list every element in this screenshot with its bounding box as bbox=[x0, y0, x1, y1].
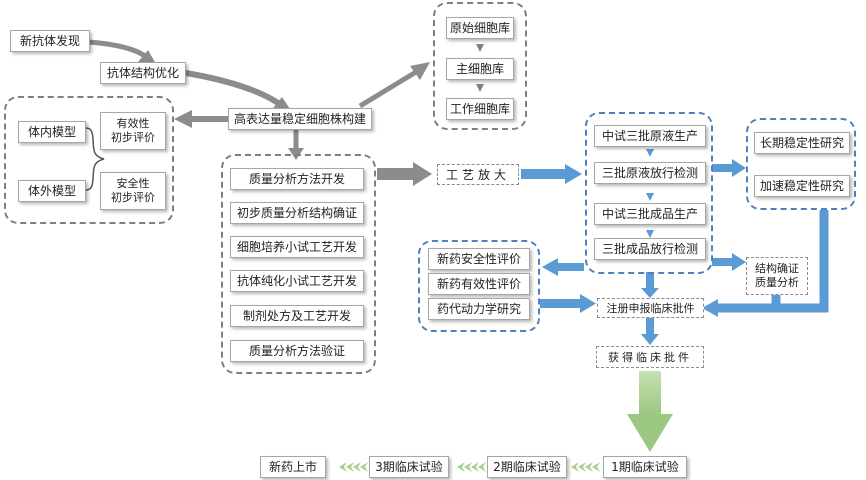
arrow-pilot-to-stability-body bbox=[712, 164, 732, 172]
arrow-drug-to-ind-body bbox=[540, 299, 580, 308]
brace bbox=[85, 127, 105, 191]
arrow-approved-to-phase1-body bbox=[639, 371, 661, 416]
node-cell-line: 高表达量稳定细胞株构建 bbox=[228, 108, 372, 130]
node-accelerated-stability: 加速稳定性研究 bbox=[754, 175, 850, 197]
dev-step-6: 质量分析方法验证 bbox=[230, 340, 364, 362]
node-in-vivo: 体内模型 bbox=[18, 121, 86, 143]
node-ind-approved: 获得临床批件 bbox=[596, 346, 704, 368]
dev-step-2: 初步质量分析结构确证 bbox=[230, 202, 364, 224]
chevrons-phase1-to-phase2 bbox=[571, 462, 600, 472]
group-drug-evaluation bbox=[418, 240, 540, 332]
arrow-pilot-3 bbox=[646, 230, 654, 238]
arrow-dev-to-scaleup-body bbox=[377, 168, 413, 180]
arrow-pilot-to-ind-body bbox=[646, 272, 654, 288]
dev-step-4: 抗体纯化小试工艺开发 bbox=[230, 270, 364, 292]
node-master-cell-bank: 主细胞库 bbox=[446, 58, 514, 80]
node-scale-up: 工艺放大 bbox=[437, 164, 519, 185]
pilot-step-3: 中试三批成品生产 bbox=[594, 203, 706, 225]
group-cell-bank bbox=[433, 2, 527, 130]
arrow-head-ind-left bbox=[580, 294, 596, 313]
group-stability bbox=[746, 118, 856, 210]
arrow-head-phase1 bbox=[627, 414, 673, 452]
node-efficacy: 有效性 初步评价 bbox=[100, 112, 166, 150]
node-phase-1: 1期临床试验 bbox=[603, 456, 687, 478]
arrow-master-to-working bbox=[476, 84, 484, 92]
arrow-ind-to-approved-body bbox=[646, 318, 654, 336]
node-ind-application: 注册申报临床批件 bbox=[597, 298, 704, 318]
arrow-head-cellbank bbox=[410, 62, 430, 80]
arrow-pilot-to-drug-body bbox=[558, 263, 584, 271]
arrow-stability-to-ind bbox=[718, 210, 829, 313]
arrow-primary-to-master bbox=[476, 44, 484, 52]
arrow-pilot-2 bbox=[646, 193, 654, 201]
pilot-step-2: 三批原液放行检测 bbox=[594, 162, 706, 184]
group-preliminary-evaluation bbox=[4, 96, 174, 224]
arrow-head-scaleup bbox=[413, 162, 432, 186]
node-structure-confirmation: 结构确证 质量分析 bbox=[746, 257, 808, 295]
group-pilot-production bbox=[585, 112, 713, 274]
arrow-head-drug bbox=[542, 258, 558, 276]
chevrons-phase3-to-market bbox=[339, 462, 368, 472]
dev-step-1: 质量分析方法开发 bbox=[230, 168, 364, 190]
node-structure-optimization: 抗体结构优化 bbox=[100, 62, 186, 84]
arrow-scaleup-to-pilot-body bbox=[521, 169, 565, 179]
arrow-head-structure bbox=[732, 253, 746, 271]
node-phase-3: 3期临床试验 bbox=[369, 456, 449, 478]
node-working-cell-bank: 工作细胞库 bbox=[446, 98, 514, 120]
node-drug-safety: 新药安全性评价 bbox=[428, 248, 530, 270]
node-drug-efficacy-text: 新药有效性评价 bbox=[428, 273, 530, 295]
arrow-pilot-to-structure-body bbox=[712, 258, 732, 266]
arrow-head-stability bbox=[732, 159, 746, 177]
node-safety: 安全性 初步评价 bbox=[100, 172, 166, 210]
arrow-head-approved bbox=[641, 334, 659, 345]
dev-step-3: 细胞培养小试工艺开发 bbox=[230, 236, 364, 258]
arrow-cellline-to-cellbank bbox=[358, 69, 418, 109]
arrow-head-optimization bbox=[138, 50, 156, 64]
node-new-antibody: 新抗体发现 bbox=[10, 30, 90, 52]
group-process-development bbox=[221, 154, 376, 374]
node-in-vitro: 体外模型 bbox=[18, 180, 86, 202]
node-phase-2: 2期临床试验 bbox=[487, 456, 567, 478]
arrow-head-ind-right bbox=[702, 299, 718, 317]
chevrons-phase2-to-phase3 bbox=[457, 462, 486, 472]
arrow-pilot-1 bbox=[646, 149, 654, 157]
node-primary-cell-bank: 原始细胞库 bbox=[446, 17, 514, 39]
node-long-term-stability: 长期稳定性研究 bbox=[754, 132, 850, 154]
pilot-step-1: 中试三批原液生产 bbox=[594, 125, 706, 147]
arrow-head-pilot bbox=[565, 164, 582, 184]
arrow-discovery-to-optimization bbox=[87, 39, 148, 60]
arrow-optimization-to-cellline bbox=[179, 69, 280, 106]
dev-step-5: 制剂处方及工艺开发 bbox=[230, 305, 364, 327]
node-pk: 药代动力学研究 bbox=[428, 298, 530, 320]
node-market: 新药上市 bbox=[260, 456, 326, 478]
pilot-step-4: 三批成品放行检测 bbox=[594, 238, 706, 260]
arrow-head-ind bbox=[641, 288, 659, 298]
arrow-head-evaluation bbox=[174, 110, 192, 128]
